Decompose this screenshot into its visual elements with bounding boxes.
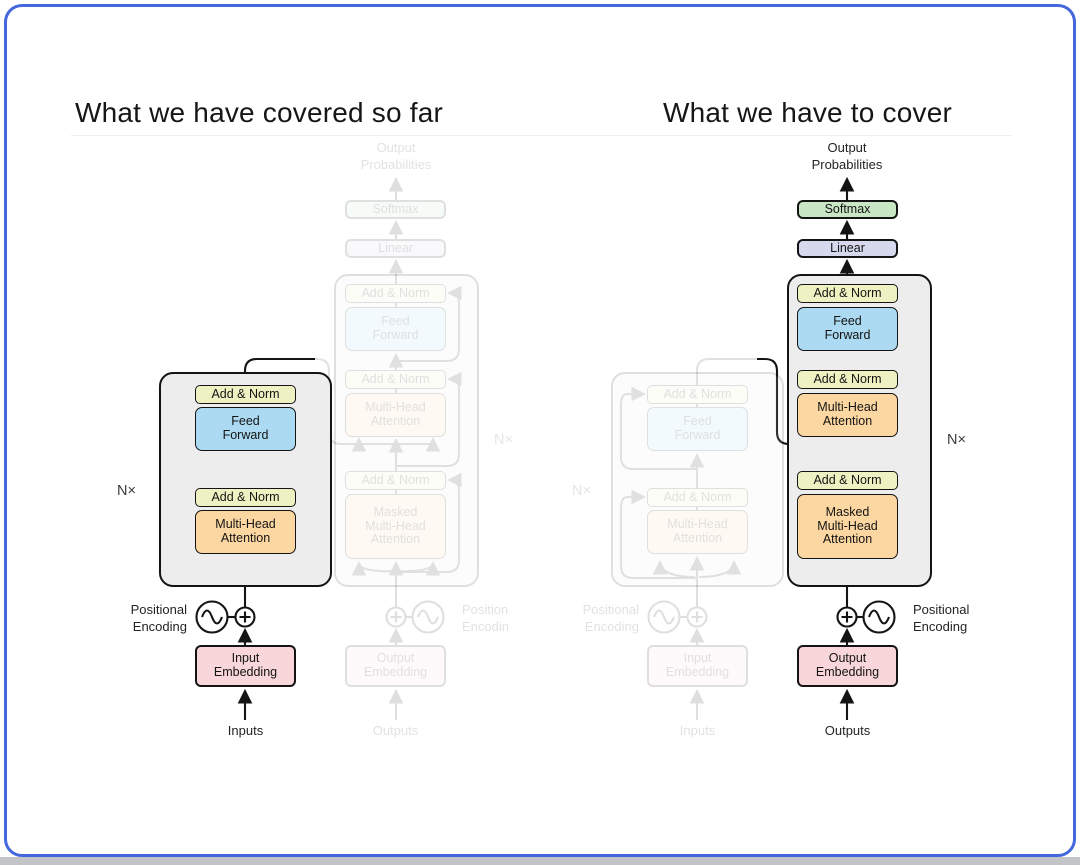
positional-encoding-label: Positional Encoding xyxy=(130,602,187,635)
add-norm-box: Add & Norm xyxy=(345,370,446,389)
n-times-label: N× xyxy=(572,483,591,499)
linear-box: Linear xyxy=(345,239,446,258)
diagram-to-cover: Add & Norm Feed Forward Add & Norm Multi… xyxy=(539,135,1019,767)
outputs-label: Outputs xyxy=(372,723,419,738)
output-probabilities-label: Output Probabilities xyxy=(360,140,432,173)
n-times-label: N× xyxy=(947,432,966,448)
multi-head-attention-box: Multi-Head Attention xyxy=(195,510,296,554)
multi-head-attention-box: Multi-Head Attention xyxy=(345,393,446,437)
title-divider xyxy=(71,135,1011,136)
add-norm-box: Add & Norm xyxy=(797,370,898,389)
diagram-covered-so-far: Add & Norm Feed Forward Add & Norm Multi… xyxy=(65,135,545,767)
inputs-label: Inputs xyxy=(227,723,264,738)
positional-encoding-label: Positional Encoding xyxy=(913,602,970,635)
decoder-group-faded: Output Probabilities Softmax Linear Add … xyxy=(65,135,545,767)
slide-canvas: What we have covered so far What we have… xyxy=(4,4,1076,857)
linear-box: Linear xyxy=(797,239,898,258)
softmax-box: Softmax xyxy=(797,200,898,219)
add-norm-box: Add & Norm xyxy=(797,284,898,303)
masked-multi-head-attention-box: Masked Multi-Head Attention xyxy=(797,494,898,559)
positional-encoding-label: Positional Encoding xyxy=(582,602,639,635)
input-embedding-box: Input Embedding xyxy=(195,645,296,687)
output-embedding-box: Output Embedding xyxy=(797,645,898,687)
outputs-label: Outputs xyxy=(824,723,871,738)
feed-forward-box: Feed Forward xyxy=(195,407,296,451)
inputs-label: Inputs xyxy=(679,723,716,738)
left-slide-title: What we have covered so far xyxy=(75,97,444,128)
add-norm-box: Add & Norm xyxy=(647,488,748,507)
decoder-block xyxy=(334,274,479,587)
n-times-label: N× xyxy=(494,432,513,448)
output-embedding-box: Output Embedding xyxy=(345,645,446,687)
multi-head-attention-box: Multi-Head Attention xyxy=(647,510,748,554)
n-times-label: N× xyxy=(117,483,136,499)
output-probabilities-label: Output Probabilities xyxy=(811,140,883,173)
add-norm-box: Add & Norm xyxy=(647,385,748,404)
add-norm-box: Add & Norm xyxy=(797,471,898,490)
feed-forward-box: Feed Forward xyxy=(647,407,748,451)
feed-forward-box: Feed Forward xyxy=(345,307,446,351)
decoder-group: Output Probabilities Softmax Linear Add … xyxy=(539,135,1019,767)
encoder-group: Add & Norm Feed Forward Add & Norm Multi… xyxy=(65,135,545,767)
masked-multi-head-attention-box: Masked Multi-Head Attention xyxy=(345,494,446,559)
feed-forward-box: Feed Forward xyxy=(797,307,898,351)
add-norm-box: Add & Norm xyxy=(195,385,296,404)
add-norm-box: Add & Norm xyxy=(345,471,446,490)
encoder-block xyxy=(611,372,784,587)
multi-head-attention-box: Multi-Head Attention xyxy=(797,393,898,437)
add-norm-box: Add & Norm xyxy=(195,488,296,507)
positional-encoding-label: Position Encodin xyxy=(462,602,509,635)
window-bottom-shadow xyxy=(0,857,1080,865)
input-embedding-box: Input Embedding xyxy=(647,645,748,687)
softmax-box: Softmax xyxy=(345,200,446,219)
add-norm-box: Add & Norm xyxy=(345,284,446,303)
encoder-group-faded: Add & Norm Feed Forward Add & Norm Multi… xyxy=(539,135,1019,767)
right-slide-title: What we have to cover xyxy=(663,97,952,128)
